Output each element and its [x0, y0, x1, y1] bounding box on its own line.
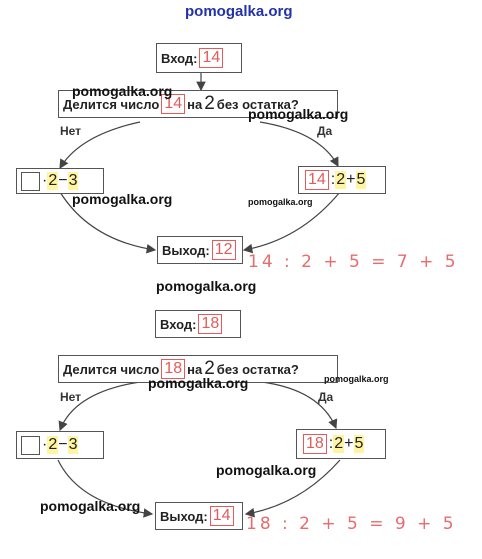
- plus-operator: +: [346, 171, 356, 188]
- branch-yes-label-2: Да: [318, 390, 334, 404]
- watermark-7: pomogalka.org: [324, 374, 389, 384]
- input-box-1: Вход: 14: [156, 43, 242, 73]
- left-operation-box-2: · 2 − 3: [16, 431, 104, 459]
- output-label: Выход:: [162, 242, 210, 258]
- left-sub: 3: [67, 436, 79, 454]
- question-prefix: Делится число: [63, 96, 160, 112]
- left-sub: 3: [67, 172, 79, 190]
- input-label: Вход:: [161, 50, 198, 66]
- input-label: Вход:: [160, 316, 197, 332]
- watermark-3: pomogalka.org: [72, 191, 173, 207]
- right-operation-box-1: 14 : 2 + 5: [298, 166, 386, 194]
- left-mult: 2: [47, 172, 59, 190]
- branch-no-label-1: Нет: [60, 124, 82, 138]
- left-mult: 2: [47, 436, 59, 454]
- input-value-1: 14: [199, 48, 224, 68]
- right-div: 2: [333, 435, 345, 453]
- branch-yes-label-1: Да: [317, 124, 333, 138]
- flowchart-2-arrows: [57, 381, 341, 518]
- watermark-6: pomogalka.org: [148, 375, 249, 391]
- dot-operator: ·: [42, 172, 48, 189]
- dot-operator: ·: [42, 436, 48, 453]
- condition-value-1: 14: [161, 94, 186, 114]
- right-operand-1: 14: [305, 170, 329, 190]
- watermark-4: pomogalka.org: [248, 197, 313, 207]
- left-operation-box-1: · 2 − 3: [16, 168, 104, 194]
- right-add: 5: [355, 171, 367, 189]
- divisor: 2: [204, 358, 215, 379]
- right-operand-2: 18: [303, 434, 327, 454]
- blank-cell: [21, 435, 40, 455]
- input-value-2: 18: [198, 314, 223, 334]
- colon-operator: :: [328, 435, 334, 452]
- output-label: Выход:: [160, 508, 208, 524]
- plus-operator: +: [344, 435, 354, 452]
- output-value-2: 14: [209, 506, 234, 526]
- right-div: 2: [335, 171, 347, 189]
- output-box-1: Выход: 12: [157, 236, 243, 264]
- watermark-5: pomogalka.org: [156, 278, 257, 294]
- watermark-9: pomogalka.org: [40, 498, 141, 514]
- condition-value-2: 18: [161, 359, 186, 379]
- question-suffix: без остатка?: [216, 361, 299, 377]
- minus-operator: −: [58, 172, 68, 189]
- colon-operator: :: [330, 171, 336, 188]
- divisor: 2: [204, 93, 215, 114]
- question-suffix: без остатка?: [216, 96, 299, 112]
- site-title-watermark: pomogalka.org: [185, 3, 293, 20]
- branch-no-label-2: Нет: [60, 390, 82, 404]
- question-prefix: Делится число: [63, 361, 160, 377]
- minus-operator: −: [58, 436, 68, 453]
- input-box-2: Вход: 18: [155, 310, 241, 338]
- blank-cell: [21, 171, 40, 191]
- question-mid: на: [187, 361, 203, 377]
- equation-2: 18 : 2 + 5 = 9 + 5: [246, 514, 457, 534]
- right-add: 5: [353, 435, 365, 453]
- question-mid: на: [187, 96, 203, 112]
- output-value-1: 12: [211, 240, 236, 260]
- condition-box-1: Делится число 14 на 2 без остатка?: [58, 90, 338, 118]
- flowchart-1-arrows: [59, 72, 341, 254]
- condition-box-2: Делится число 18 на 2 без остатка?: [58, 355, 338, 383]
- watermark-2: pomogalka.org: [248, 106, 349, 122]
- output-box-2: Выход: 14: [155, 502, 243, 530]
- watermark-8: pomogalka.org: [216, 462, 317, 478]
- right-operation-box-2: 18 : 2 + 5: [296, 429, 386, 459]
- watermark-1: pomogalka.org: [72, 83, 173, 99]
- equation-1: 14 : 2 + 5 = 7 + 5: [248, 252, 459, 272]
